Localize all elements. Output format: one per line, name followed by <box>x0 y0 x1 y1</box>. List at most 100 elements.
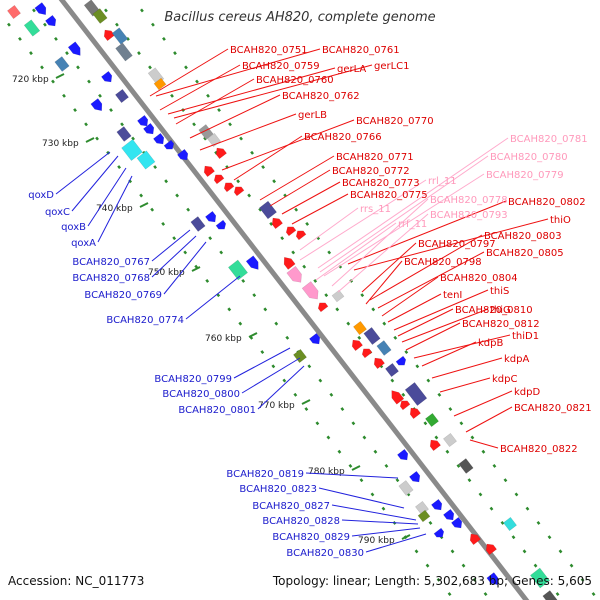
gene-feature <box>215 219 227 230</box>
label-connector <box>281 181 341 215</box>
gene-feature <box>67 41 81 56</box>
right-gene-label: BCAH820_0770 <box>356 116 434 127</box>
gene-feature <box>223 182 235 193</box>
label-connector <box>233 135 303 181</box>
scale-label: 760 kbp <box>205 334 242 344</box>
label-connector <box>337 213 429 293</box>
scale-label: 780 kbp <box>308 467 345 477</box>
label-connector <box>151 235 197 278</box>
right-gene-label: BCAH820_0821 <box>514 403 592 414</box>
gene-feature <box>503 516 517 532</box>
scale-label: 720 kbp <box>12 75 49 85</box>
left-gene-labels: qoxDqoxCqoxBqoxABCAH820_0767BCAH820_0768… <box>28 190 364 559</box>
scale-tick <box>191 266 201 272</box>
label-connector <box>405 322 461 351</box>
right-gene-label: BCAH820_0751 <box>230 45 308 56</box>
gene-feature <box>363 327 381 345</box>
right-gene-label: thiD1 <box>512 331 539 342</box>
gene-feature <box>317 302 329 313</box>
left-gene-label: BCAH820_0767 <box>72 257 150 268</box>
gene-feature <box>45 14 57 27</box>
right-gene-label: BCAH820_0798 <box>404 257 482 268</box>
scale-tick <box>55 73 65 79</box>
label-connector <box>331 504 417 521</box>
right-gene-label: kdpB <box>478 338 503 349</box>
gene-feature <box>103 29 115 42</box>
right-gene-label: thiO <box>550 215 571 226</box>
label-connector <box>469 439 499 449</box>
genome-backbone <box>58 0 530 600</box>
gene-feature <box>121 139 143 161</box>
gene-feature <box>190 216 206 232</box>
label-connector <box>257 365 305 410</box>
label-connector <box>199 113 297 151</box>
label-connector <box>318 487 405 509</box>
gene-feature <box>431 498 443 511</box>
right-gene-label: kdpC <box>492 374 517 385</box>
label-connector <box>377 251 485 309</box>
gene-feature <box>433 527 445 538</box>
gene-feature <box>271 217 283 230</box>
right-gene-label: BCAH820_0775 <box>350 190 428 201</box>
right-gene-label: BCAH820_0805 <box>486 248 564 259</box>
rna-gene-labels: BCAH820_0781BCAH820_0780BCAH820_0779rrl_… <box>360 134 588 230</box>
scale-label: 730 kbp <box>42 139 79 149</box>
left-gene-label: BCAH820_0819 <box>226 469 304 480</box>
gene-feature <box>215 147 227 160</box>
gene-feature <box>486 572 499 586</box>
rna-gene-label: rrf_11 <box>398 219 427 230</box>
label-connector <box>175 78 255 125</box>
gene-feature <box>351 339 363 352</box>
gene-feature <box>54 56 70 72</box>
gene-feature <box>101 70 113 83</box>
left-gene-label: qoxB <box>61 222 86 233</box>
right-gene-label: BCAH820_0810 <box>455 305 533 316</box>
label-connector <box>241 357 301 394</box>
label-connector <box>299 179 427 261</box>
gene-features <box>7 0 558 600</box>
label-connector <box>421 341 477 367</box>
label-connector <box>233 347 291 379</box>
genome-summary-text: Topology: linear; Length: 5,302,683 bp; … <box>272 574 592 588</box>
label-connector <box>453 390 513 417</box>
scale-tick <box>85 137 95 143</box>
track-ticks-1 <box>24 0 492 600</box>
gene-feature <box>404 382 428 406</box>
label-connector <box>159 64 241 111</box>
right-gene-label: BCAH820_0759 <box>242 61 320 72</box>
gene-feature <box>331 289 345 303</box>
gene-feature <box>451 516 463 529</box>
left-gene-label: BCAH820_0828 <box>262 516 340 527</box>
label-connector <box>323 173 485 277</box>
label-connector <box>387 293 442 323</box>
rna-gene-label: BCAH820_0793 <box>430 210 508 221</box>
label-connector <box>465 406 513 433</box>
label-connector <box>291 193 349 225</box>
gene-feature <box>530 567 550 589</box>
label-connector <box>347 200 507 265</box>
label-connector <box>167 67 336 115</box>
gene-feature <box>443 432 457 448</box>
scale-tick <box>301 399 311 405</box>
gene-feature <box>542 590 558 600</box>
scale-tick <box>139 202 149 208</box>
left-gene-label: BCAH820_0768 <box>72 273 150 284</box>
right-gene-label: BCAH820_0760 <box>256 75 334 86</box>
rna-gene-label: rrl_11 <box>428 176 457 187</box>
label-connector <box>87 167 127 227</box>
rna-gene-label: BCAH820_0779 <box>486 170 564 181</box>
gene-feature <box>203 165 215 178</box>
right-gene-label: BCAH820_0802 <box>508 197 586 208</box>
gene-feature <box>115 88 129 104</box>
label-connector <box>299 207 359 251</box>
right-gene-label: BCAH820_0803 <box>484 231 562 242</box>
label-connector <box>351 527 421 537</box>
right-gene-label: gerLC1 <box>374 61 410 72</box>
label-connector <box>149 48 229 97</box>
gene-feature <box>301 281 319 300</box>
left-gene-label: qoxC <box>45 207 70 218</box>
label-connector <box>319 155 489 273</box>
gene-feature <box>153 77 167 91</box>
